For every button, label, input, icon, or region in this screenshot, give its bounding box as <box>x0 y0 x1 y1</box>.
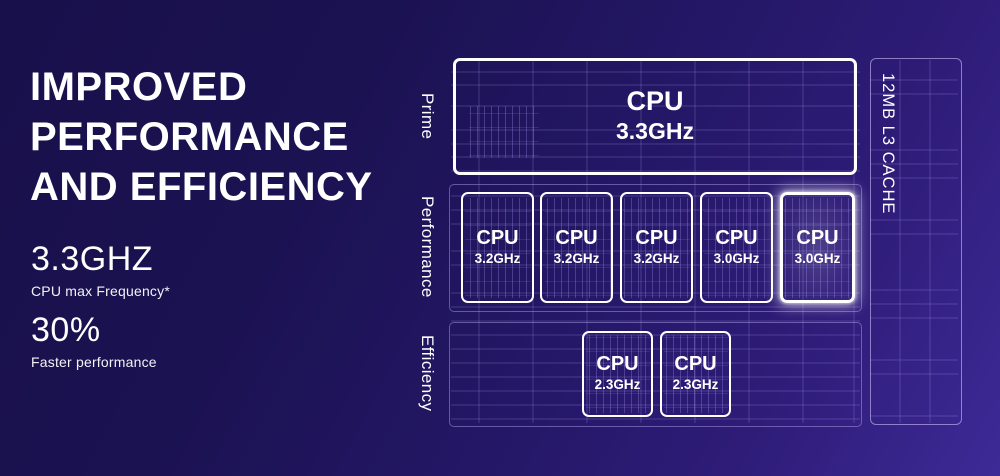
cpu-core-name: CPU <box>555 226 598 249</box>
cpu-core-name: CPU <box>476 226 519 249</box>
cpu-core-frequency: 2.3GHz <box>594 377 641 393</box>
cpu-core-frequency: 3.2GHz <box>553 250 600 266</box>
cpu-core-frequency: 3.3GHz <box>616 118 694 145</box>
cpu-core-name: CPU <box>674 353 717 376</box>
l3-cache-label: 12MB L3 CACHE <box>879 73 897 215</box>
l3-cache-block: 12MB L3 CACHE <box>870 58 962 425</box>
cpu-core-efficiency-2: CPU 2.3GHz <box>660 331 731 417</box>
cpu-core-name: CPU <box>796 226 839 249</box>
stat-cpu-frequency-value: 3.3GHZ <box>31 240 154 278</box>
cpu-core-name: CPU <box>626 86 684 117</box>
cpu-core-frequency: 3.2GHz <box>633 250 680 266</box>
efficiency-cluster-outline <box>449 322 862 427</box>
cpu-core-prime: CPU 3.3GHz <box>453 58 857 175</box>
cpu-core-performance-5-highlighted: CPU 3.0GHz <box>780 192 855 303</box>
cpu-core-efficiency-1: CPU 2.3GHz <box>582 331 653 417</box>
performance-cluster-outline <box>449 184 862 312</box>
stat-cpu-frequency: 3.3GHZ CPU max Frequency* <box>31 241 170 299</box>
cpu-core-performance-4: CPU 3.0GHz <box>700 192 773 303</box>
cpu-core-name: CPU <box>715 226 758 249</box>
stat-cpu-frequency-caption: CPU max Frequency* <box>31 283 170 299</box>
cpu-core-name: CPU <box>635 226 678 249</box>
cpu-core-performance-1: CPU 3.2GHz <box>461 192 534 303</box>
cpu-core-name: CPU <box>596 353 639 376</box>
cpu-core-frequency: 3.0GHz <box>794 250 841 266</box>
cpu-core-performance-3: CPU 3.2GHz <box>620 192 693 303</box>
cpu-core-performance-2: CPU 3.2GHz <box>540 192 613 303</box>
page-title-line-1: IMPROVED <box>30 65 248 109</box>
page-title-line-3: AND EFFICIENCY <box>30 165 373 209</box>
page-title-line-2: PERFORMANCE <box>30 115 349 159</box>
die-grid <box>451 60 958 423</box>
row-label-efficiency: Efficiency <box>418 335 437 412</box>
cpu-core-frequency: 3.0GHz <box>713 250 760 266</box>
stat-faster-performance-caption: Faster performance <box>31 354 157 370</box>
row-label-prime: Prime <box>418 93 437 140</box>
stat-faster-performance-value: 30% <box>31 311 101 349</box>
row-label-performance: Performance <box>418 196 437 298</box>
cpu-core-frequency: 2.3GHz <box>672 377 719 393</box>
page-title: IMPROVED PERFORMANCE AND EFFICIENCY <box>30 62 373 212</box>
cpu-core-frequency: 3.2GHz <box>474 250 521 266</box>
stat-faster-performance: 30% Faster performance <box>31 312 157 370</box>
